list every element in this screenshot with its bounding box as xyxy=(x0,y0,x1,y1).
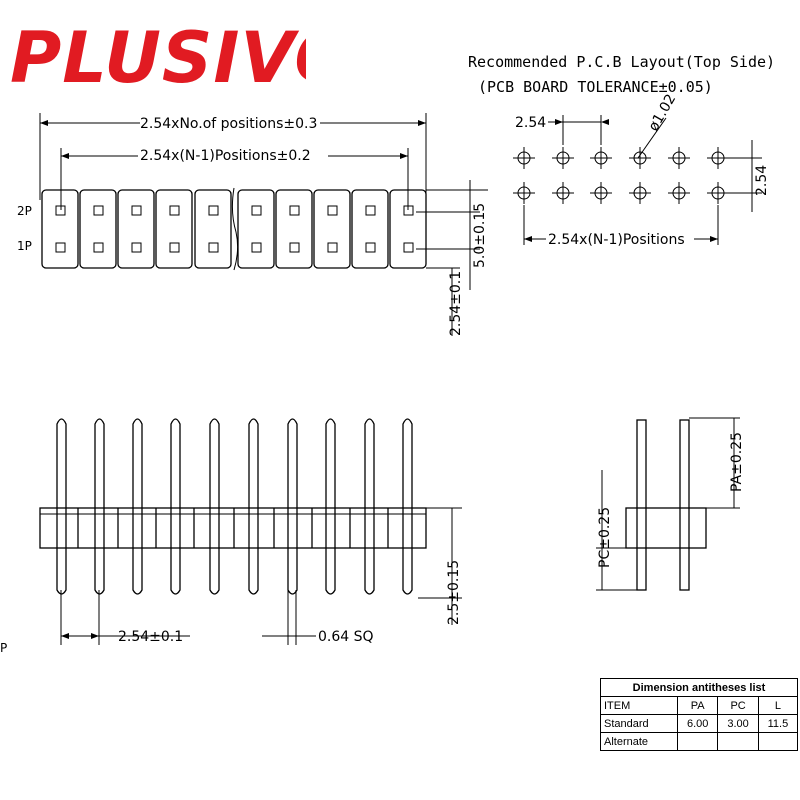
edge-fragment: P xyxy=(0,641,7,655)
pin-square-2p xyxy=(289,205,300,216)
side-pin-left xyxy=(636,419,647,591)
table-cell: 6.00 xyxy=(676,714,719,733)
front-view: 2.54±0.1 0.64 SQ 2.5±0.15 xyxy=(39,418,462,645)
logo-graphic: PLUSIVO xyxy=(10,17,354,99)
pin-square-1p xyxy=(365,242,376,253)
side-view: PA±0.25 PC±0.25 xyxy=(596,417,745,591)
housing-cell xyxy=(313,189,351,269)
housing-cell xyxy=(155,189,193,269)
table-cell xyxy=(676,732,719,751)
housing-cell xyxy=(275,189,313,269)
housing-cell xyxy=(194,189,232,269)
table-caption: Dimension antitheses list xyxy=(600,678,798,697)
dimension-table: Dimension antitheses list ITEM PA PC L S… xyxy=(600,678,799,751)
pin-square-1p xyxy=(251,242,262,253)
dim-housing-height: 2.54±0.1 xyxy=(448,271,464,336)
front-dim-tail: 2.5±0.15 xyxy=(446,560,462,625)
pin-square-2p xyxy=(327,205,338,216)
front-housing xyxy=(39,507,427,549)
table-cell: Standard xyxy=(600,714,678,733)
pin-square-2p xyxy=(55,205,66,216)
pcb-dim-pitch: 2.54 xyxy=(515,115,546,131)
pcb-holes xyxy=(513,147,729,204)
header-pin xyxy=(94,418,105,595)
header-pin xyxy=(209,418,220,595)
break-mark xyxy=(231,187,239,271)
row-label-2p: 2P xyxy=(17,204,32,218)
side-housing xyxy=(625,507,707,549)
table-header-l: L xyxy=(757,696,799,715)
front-pins xyxy=(56,418,413,595)
header-pin xyxy=(402,418,413,595)
pin-square-1p xyxy=(289,242,300,253)
pcb-dim-row-pitch: 2.54 xyxy=(754,165,770,196)
header-pin xyxy=(248,418,259,595)
housing-cell xyxy=(41,189,79,269)
housing-cell xyxy=(351,189,389,269)
table-cell xyxy=(717,732,759,751)
table-header-pa: PA xyxy=(676,696,719,715)
pin-square-2p xyxy=(208,205,219,216)
dimension-table-grid: Dimension antitheses list ITEM PA PC L S… xyxy=(600,678,799,751)
pcb-layout: 2.54 ø1.02 2.54 2.54x(N-1)Positions xyxy=(513,92,770,248)
dim-total-length: 2.54xNo.of positions±0.3 xyxy=(140,116,317,132)
table-cell: 3.00 xyxy=(717,714,759,733)
header-pin xyxy=(364,418,375,595)
housing-cell xyxy=(389,189,427,269)
housing-cell xyxy=(117,189,155,269)
pin-square-1p xyxy=(403,242,414,253)
table-cell xyxy=(757,732,799,751)
pin-square-1p xyxy=(131,242,142,253)
header-pin xyxy=(325,418,336,595)
pin-square-2p xyxy=(403,205,414,216)
table-row: Standard 6.00 3.00 11.5 xyxy=(600,714,799,733)
layout-title-line2: (PCB BOARD TOLERANCE±0.05) xyxy=(478,78,713,96)
side-dim-pc: PC±0.25 xyxy=(597,507,613,568)
pin-square-2p xyxy=(365,205,376,216)
pcb-dim-span: 2.54x(N-1)Positions xyxy=(548,232,685,248)
pcb-dim-hole: ø1.02 xyxy=(646,92,680,134)
dim-row-spacing: 5.0±0.15 xyxy=(472,203,488,268)
logo-letters: PLUSIVO xyxy=(10,17,306,96)
pin-square-2p xyxy=(251,205,262,216)
pin-square-1p xyxy=(55,242,66,253)
plusivo-logo: PLUSIVO xyxy=(6,4,354,99)
header-pin xyxy=(132,418,143,595)
table-header-row: ITEM PA PC L xyxy=(600,696,799,715)
side-pin-right xyxy=(679,419,690,591)
table-header-item: ITEM xyxy=(600,696,678,715)
front-dim-pin-size: 0.64 SQ xyxy=(318,629,374,645)
table-header-pc: PC xyxy=(717,696,759,715)
side-dim-pa: PA±0.25 xyxy=(729,432,745,492)
header-pin xyxy=(170,418,181,595)
housing-cell xyxy=(237,189,275,269)
pin-square-2p xyxy=(93,205,104,216)
dim-pitch-span: 2.54x(N-1)Positions±0.2 xyxy=(140,148,311,164)
pin-square-2p xyxy=(131,205,142,216)
pin-square-1p xyxy=(169,242,180,253)
table-cell: Alternate xyxy=(600,732,678,751)
pin-square-2p xyxy=(169,205,180,216)
pin-square-1p xyxy=(93,242,104,253)
table-cell: 11.5 xyxy=(757,714,799,733)
housing-cell xyxy=(79,189,117,269)
front-dim-pitch: 2.54±0.1 xyxy=(118,629,183,645)
table-row: Alternate xyxy=(600,732,799,751)
pin-square-1p xyxy=(208,242,219,253)
row-label-1p: 1P xyxy=(17,239,32,253)
header-pin xyxy=(56,418,67,595)
top-view: 2.54xNo.of positions±0.3 2.54x(N-1)Posit… xyxy=(17,113,488,336)
layout-title-line1: Recommended P.C.B Layout(Top Side) xyxy=(468,53,775,71)
logo-text: PLUSIVO xyxy=(10,17,306,96)
housing-cells xyxy=(41,187,427,271)
pin-square-1p xyxy=(327,242,338,253)
header-pin xyxy=(287,418,298,595)
